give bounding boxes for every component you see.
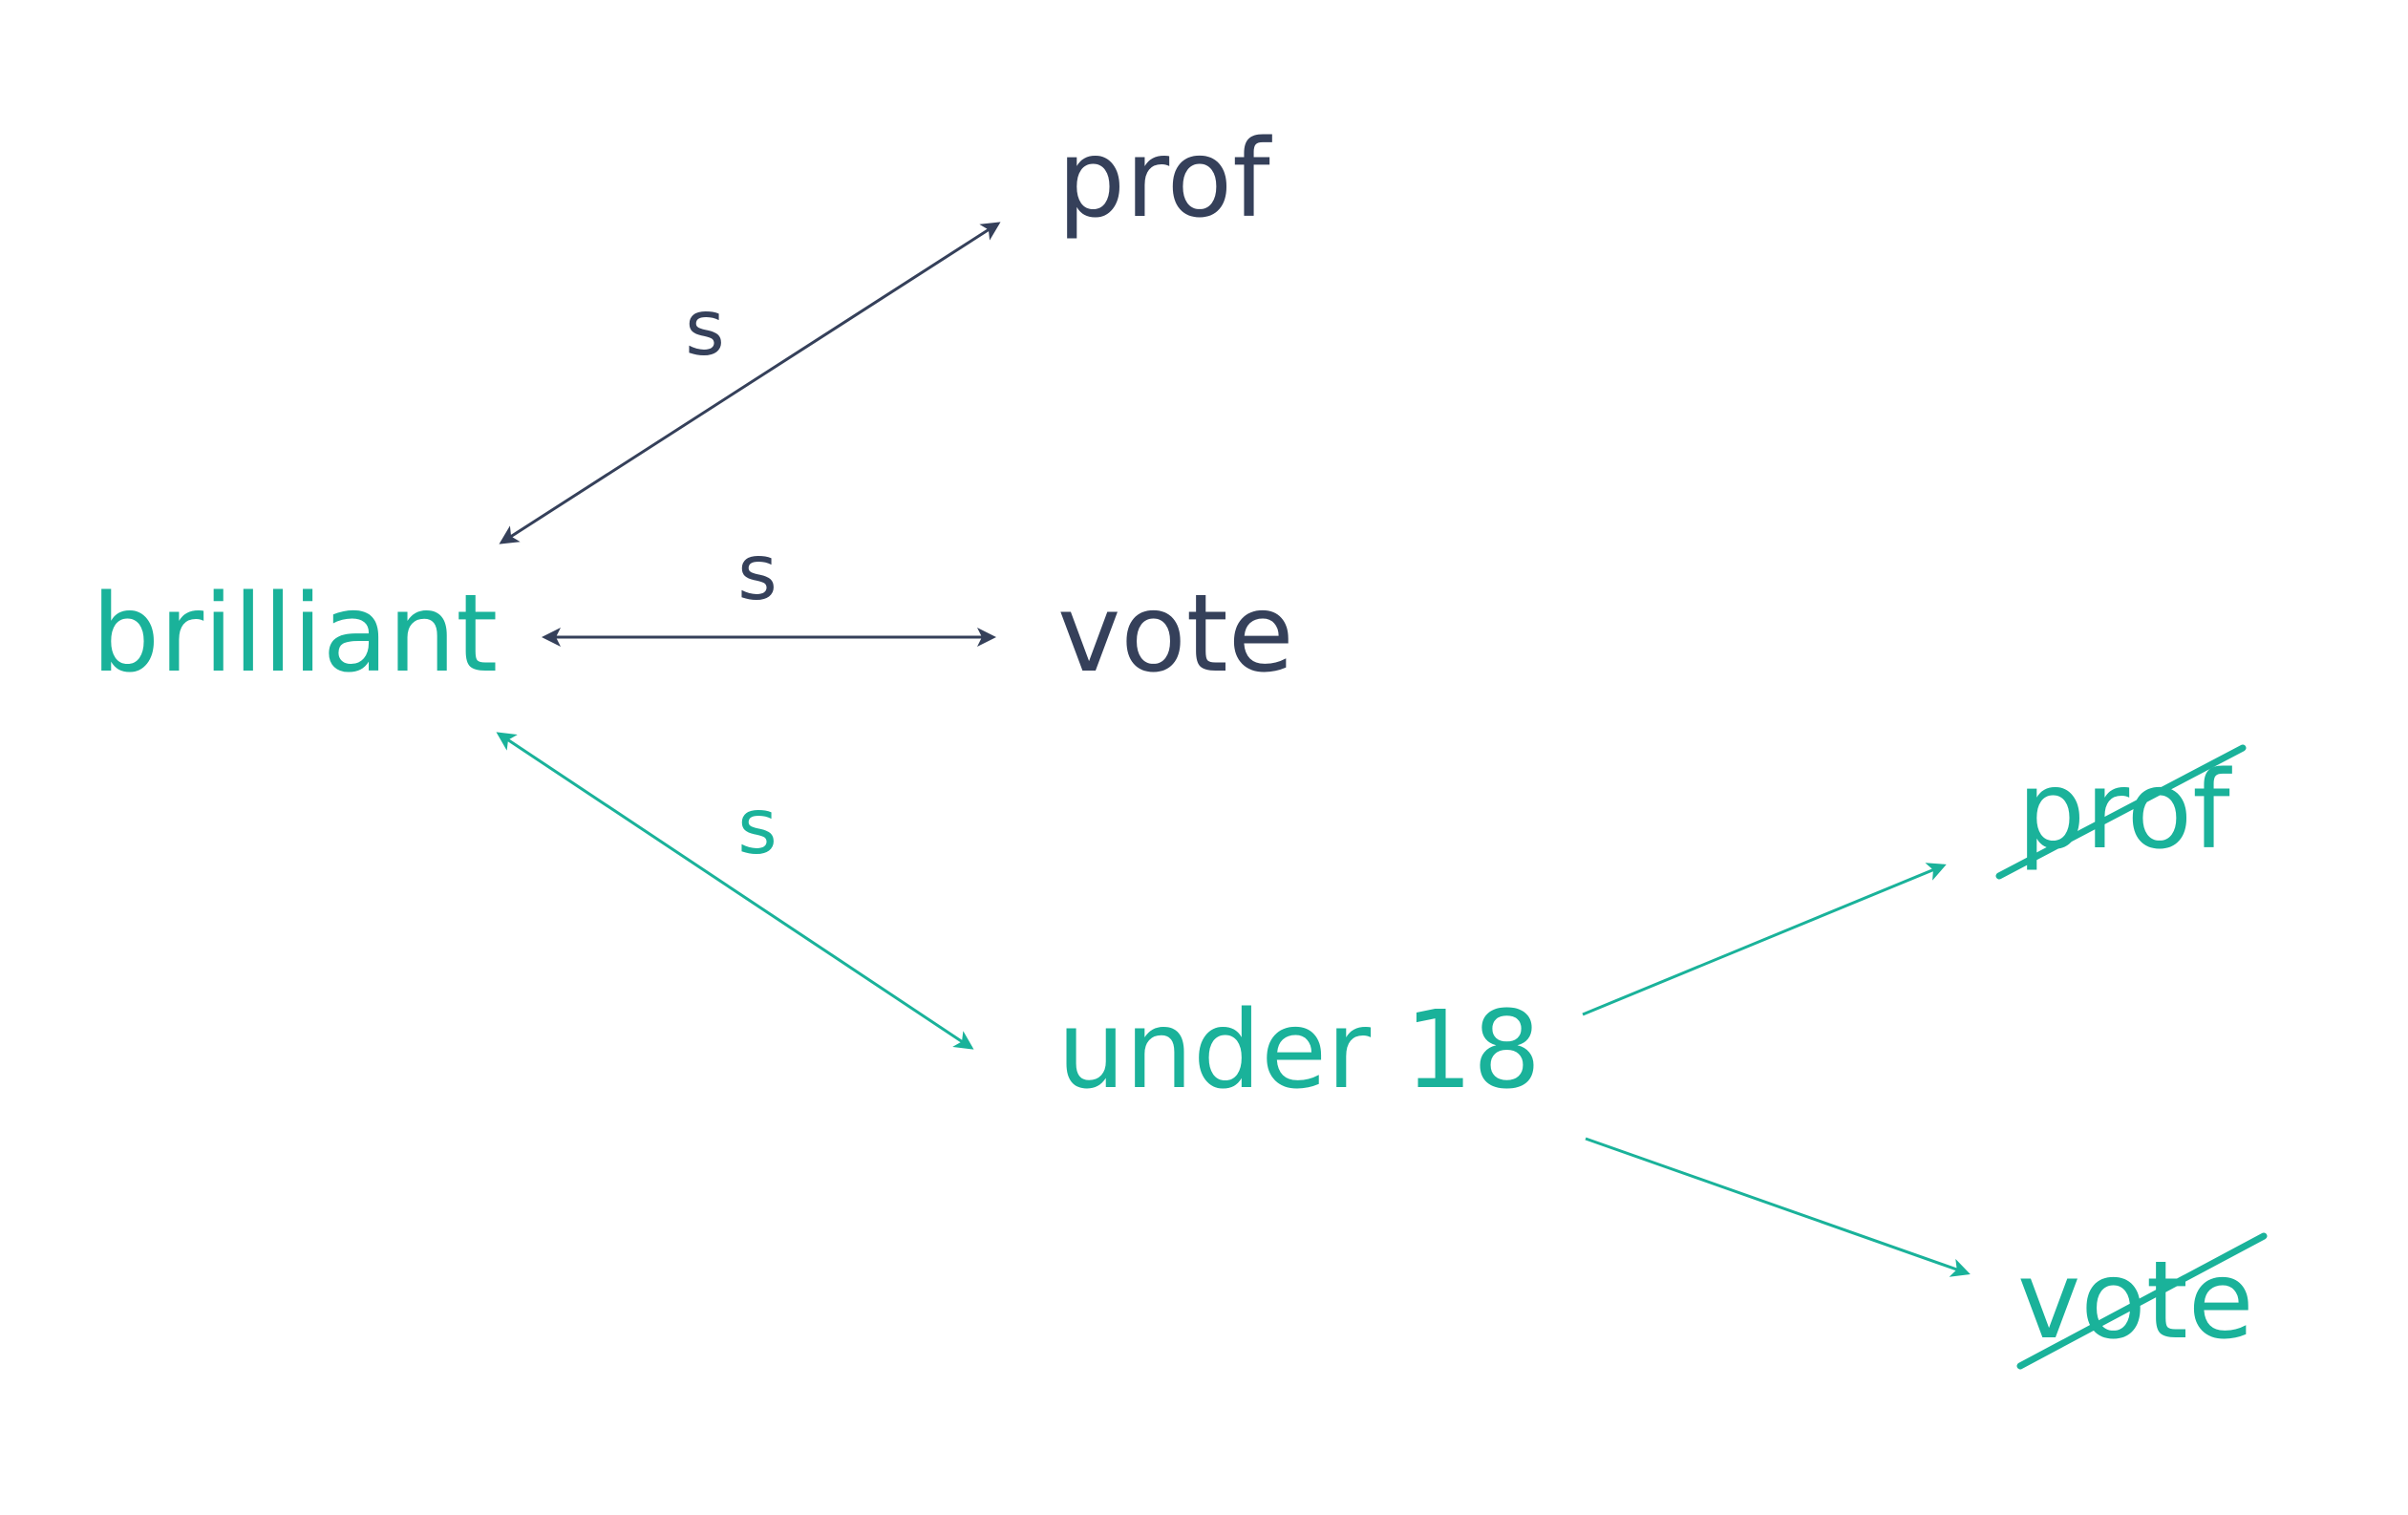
edge-brilliant-prof xyxy=(499,222,1001,544)
edge-label-brilliant-vote: s xyxy=(737,528,778,617)
edge-label-brilliant-prof: s xyxy=(685,284,725,373)
edge-under18-vote xyxy=(1585,1137,1971,1277)
strikethrough-vote xyxy=(2016,1232,2268,1370)
strikethrough-prof xyxy=(1995,744,2247,880)
node-prof: prof xyxy=(1057,117,1272,242)
edge-label-brilliant-under18: s xyxy=(737,782,778,871)
node-brilliant: brilliant xyxy=(92,572,498,696)
node-under-18: under 18 xyxy=(1057,989,1541,1113)
edge-brilliant-under18 xyxy=(496,732,974,1050)
node-vote: vote xyxy=(1057,572,1294,696)
edge-under18-prof xyxy=(1582,863,1947,1016)
